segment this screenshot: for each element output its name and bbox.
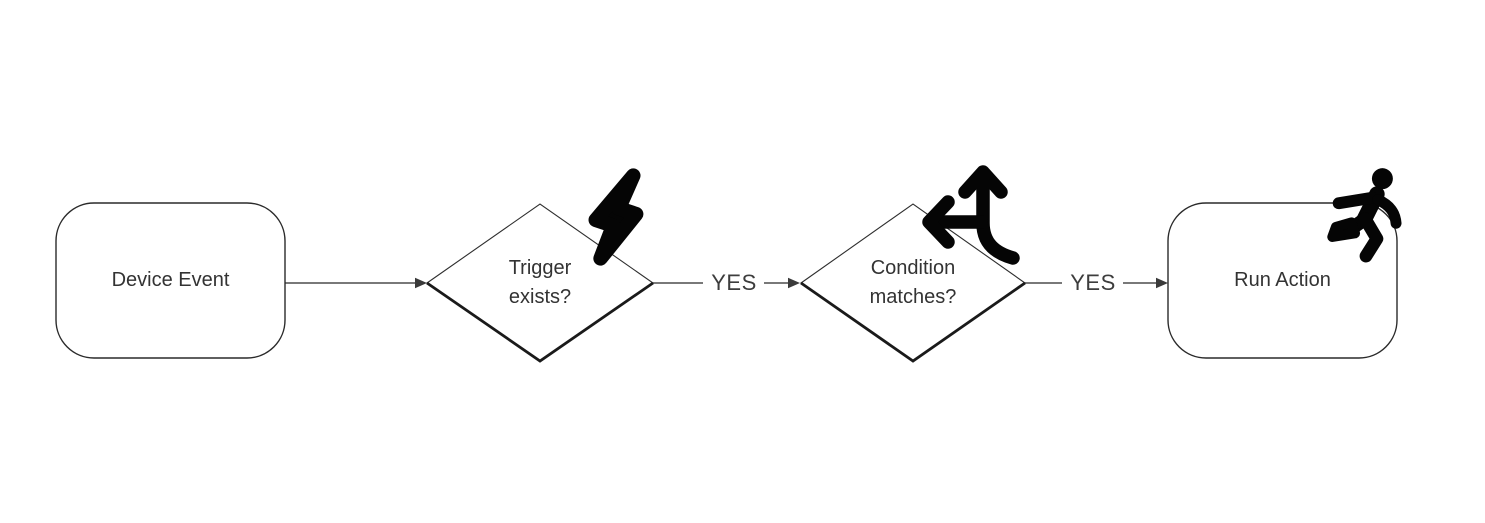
node-condition-matches-shape [800, 203, 1026, 363]
node-run-action-shape [1167, 202, 1398, 359]
node-trigger-exists-shape [426, 203, 654, 363]
edge-label-yes-1: YES [711, 270, 757, 295]
arrowhead-icon [415, 277, 427, 289]
runner-icon [1327, 168, 1402, 263]
edge-device-to-trigger [285, 277, 427, 289]
edge-trigger-to-condition [653, 277, 800, 289]
arrowhead-icon [788, 277, 800, 289]
edge-condition-to-action [1025, 277, 1168, 289]
node-device-event-shape [55, 202, 286, 359]
lightning-icon [588, 168, 644, 266]
arrowhead-icon [1156, 277, 1168, 289]
edge-label-yes-2: YES [1070, 270, 1116, 295]
directions-icon [922, 165, 1020, 265]
